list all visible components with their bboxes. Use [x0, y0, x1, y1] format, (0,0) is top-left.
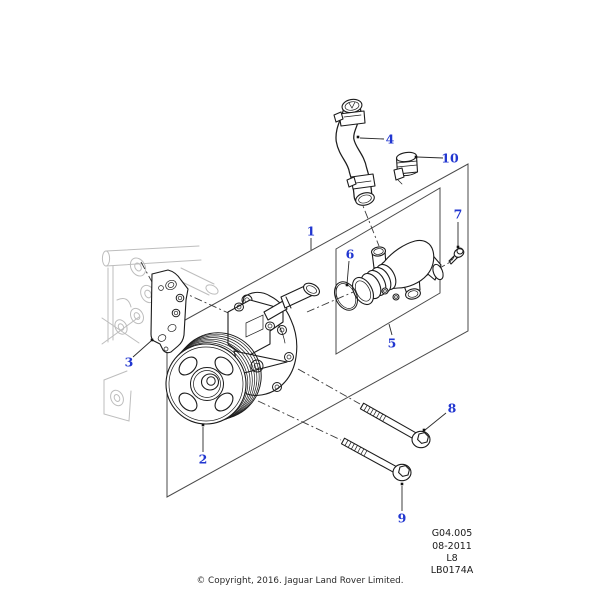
callout-leaders — [132, 135, 460, 511]
drawing-ref-image: LB0174A — [431, 565, 474, 576]
drawing-ref-model: L8 — [446, 553, 457, 564]
bolt-long-upper — [359, 402, 431, 449]
callout-1[interactable]: 1 — [307, 224, 316, 239]
pulley — [165, 332, 262, 425]
mounting-bracket — [150, 269, 189, 354]
callout-4[interactable]: 4 — [386, 132, 395, 147]
drawing-ref-code: G04.005 — [432, 528, 473, 539]
callout-7[interactable]: 7 — [454, 207, 463, 222]
callout-10[interactable]: 10 — [441, 151, 459, 166]
thermostat-housing — [351, 239, 444, 306]
callout-8[interactable]: 8 — [448, 401, 457, 416]
hose-clamp-top — [338, 110, 366, 127]
callout-3[interactable]: 3 — [125, 355, 134, 370]
hose-clamp — [393, 151, 419, 185]
thermostat-kit-box — [335, 187, 441, 355]
bolt-long-lower — [340, 437, 412, 482]
drawing-ref-date: 08-2011 — [432, 541, 472, 552]
kit-boundary-box — [166, 163, 469, 498]
water-pump-assembly — [165, 282, 320, 425]
coolant-hose — [333, 98, 376, 206]
callout-2[interactable]: 2 — [199, 452, 208, 467]
o-ring-gasket — [333, 281, 359, 311]
screw — [448, 247, 465, 265]
callout-9[interactable]: 9 — [398, 511, 407, 526]
copyright-text: © Copyright, 2016. Jaguar Land Rover Lim… — [196, 576, 403, 586]
callout-6[interactable]: 6 — [346, 247, 355, 262]
reference-block: G04.005 08-2011 L8 LB0174A — [431, 528, 474, 576]
callout-5[interactable]: 5 — [388, 336, 397, 351]
